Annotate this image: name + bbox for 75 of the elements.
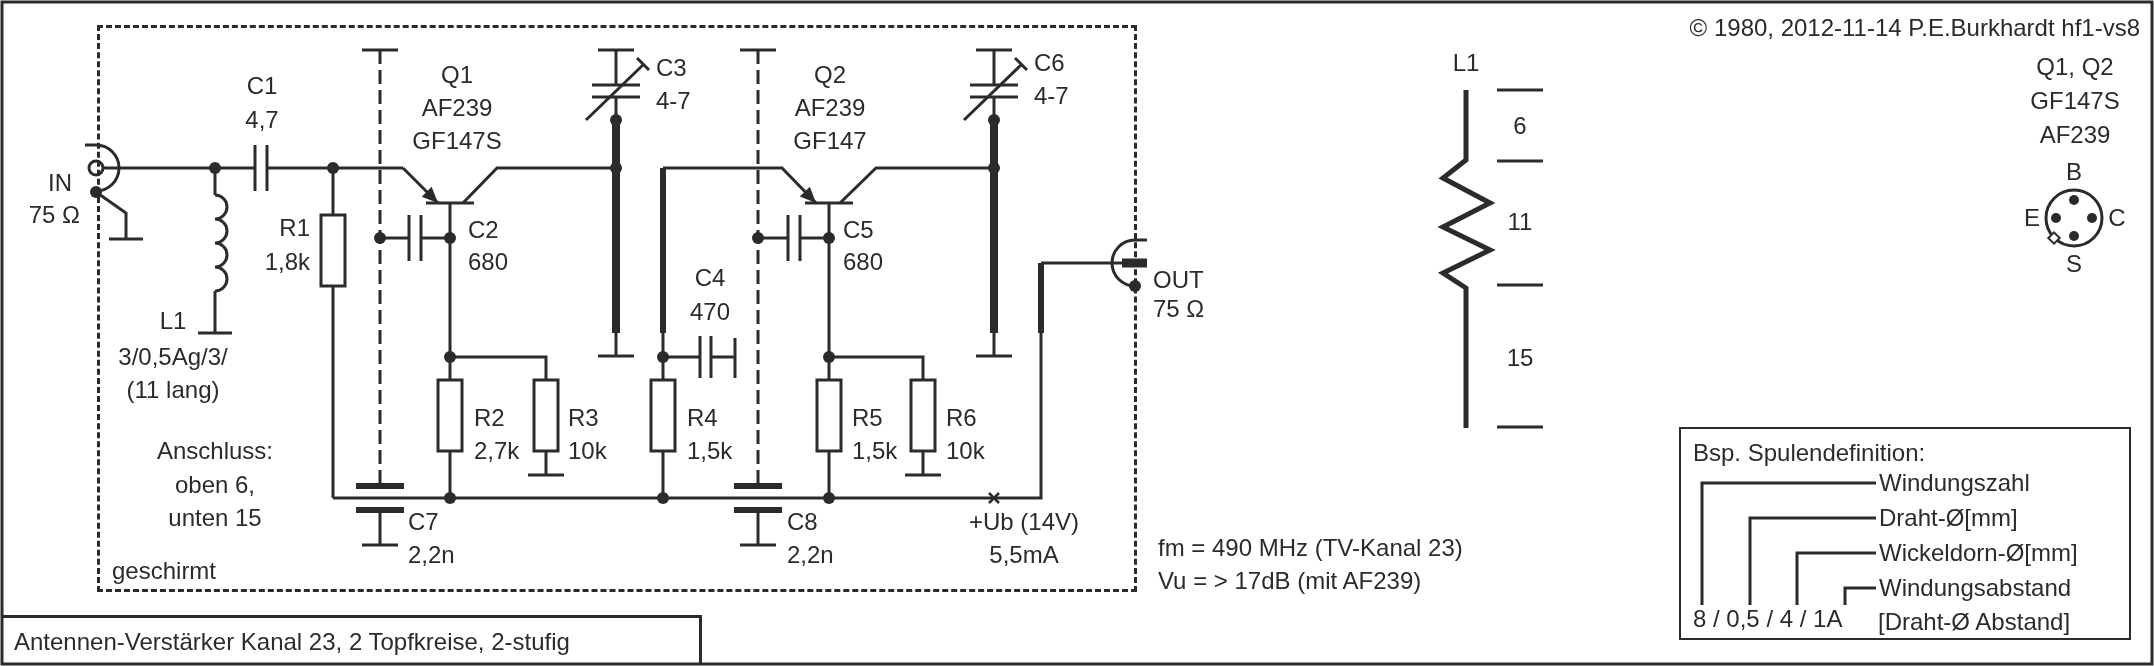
transistor-type: GF147 <box>793 129 867 153</box>
turn-count: 11 <box>1507 210 1533 234</box>
note-text: unten 15 <box>168 506 262 530</box>
transistor-type: AF239 <box>2039 123 2111 147</box>
component-label: C1 <box>246 74 278 98</box>
component-value: 4,7 <box>245 108 279 132</box>
component-value: 470 <box>690 300 730 324</box>
component-value: 1,5k <box>687 439 733 463</box>
legend-text: Draht-Ø[mm] <box>1879 506 2018 530</box>
spec-note: Vu = > 17dB (mit AF239) <box>1158 569 1422 593</box>
supply-label: +Ub (14V) <box>968 510 1080 534</box>
transistor-type: AF239 <box>421 96 493 120</box>
note-text: oben 6, <box>174 473 256 497</box>
component-label: C7 <box>408 510 439 534</box>
leader-line <box>1843 586 1876 605</box>
legend-text: Windungsabstand <box>1879 576 2072 600</box>
transistor-type: GF147S <box>412 129 502 153</box>
component-label: R3 <box>568 406 599 430</box>
component-label: C3 <box>656 56 687 80</box>
leader-line <box>1700 481 1876 605</box>
component-value: 680 <box>843 250 884 274</box>
pin-label: B <box>2066 160 2082 184</box>
port-label: OUT <box>1153 268 1204 292</box>
component-label: Q1 <box>441 63 473 87</box>
leader-line <box>1748 516 1876 605</box>
supply-label: 5,5mA <box>989 543 1059 567</box>
coil-spec: (11 lang) <box>126 378 220 402</box>
coil-label: L1 <box>1452 51 1480 75</box>
impedance-label: 75 Ω <box>28 203 80 227</box>
pin-label: C <box>2108 206 2126 230</box>
legend-text: [Draht-Ø Abstand] <box>1878 610 2071 634</box>
copyright-note: © 1980, 2012-11-14 P.E.Burkhardt hf1-vs8 <box>1689 16 2140 40</box>
legend-text: Windungszahl <box>1879 471 2030 495</box>
coil-definition-box <box>1679 427 2131 640</box>
component-value: 1,8k <box>264 250 310 274</box>
coil-spec: 3/0,5Ag/3/ <box>118 345 228 369</box>
enclosure-label: geschirmt <box>112 559 217 583</box>
turn-count: 15 <box>1506 346 1534 370</box>
box-heading: Bsp. Spulendefinition: <box>1693 441 1926 465</box>
title-box <box>2 615 702 664</box>
component-value: 10k <box>946 439 985 463</box>
spec-note: fm = 490 MHz (TV-Kanal 23) <box>1158 536 1463 560</box>
component-label: C4 <box>694 266 726 290</box>
component-label: C5 <box>843 218 874 242</box>
component-label: C8 <box>787 510 818 534</box>
pin-label: E <box>2024 206 2040 230</box>
component-value: 1,5k <box>852 439 898 463</box>
transistor-type: AF239 <box>794 96 866 120</box>
component-label: R6 <box>946 406 977 430</box>
component-value: 2,2n <box>408 543 455 567</box>
component-value: 4-7 <box>656 89 691 113</box>
component-value: 2,7k <box>474 439 520 463</box>
turn-count: 6 <box>1513 114 1527 138</box>
transistor-type: GF147S <box>2030 89 2120 113</box>
component-label: R2 <box>474 406 505 430</box>
leader-line <box>1795 551 1876 605</box>
component-label: R5 <box>852 406 883 430</box>
legend-text: Wickeldorn-Ø[mm] <box>1879 541 2078 565</box>
component-label: C2 <box>468 218 499 242</box>
impedance-label: 75 Ω <box>1153 297 1205 321</box>
component-value: 4-7 <box>1034 84 1069 108</box>
pinout-title: Q1, Q2 <box>2036 55 2114 79</box>
coil-code-text: 8 / 0,5 / 4 / 1A <box>1693 607 1843 631</box>
note-text: Anschluss: <box>156 439 274 463</box>
component-label: R1 <box>279 216 310 240</box>
port-label: IN <box>48 171 72 195</box>
component-label: L1 <box>159 309 187 333</box>
component-label: Q2 <box>814 63 846 87</box>
component-value: 2,2n <box>787 543 834 567</box>
box-text: Antennen-Verstärker Kanal 23, 2 Topfkreise, 2-stufig <box>14 630 570 654</box>
component-label: R4 <box>687 406 718 430</box>
pin-label: S <box>2066 252 2082 276</box>
component-value: 680 <box>468 250 509 274</box>
component-value: 10k <box>568 439 607 463</box>
component-label: C6 <box>1034 51 1065 75</box>
